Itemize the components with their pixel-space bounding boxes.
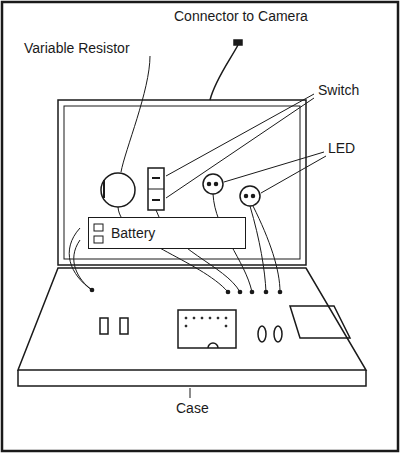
battery-terminals [92,218,106,250]
part-label: Switch [316,82,361,98]
part-label: Case [174,400,211,416]
box-text: Battery [111,225,155,241]
cable-label: Connector to Camera [172,8,310,24]
battery-box: Battery [88,217,246,249]
part-label: Variable Resistor [22,40,132,56]
part-label: LED [326,140,357,156]
